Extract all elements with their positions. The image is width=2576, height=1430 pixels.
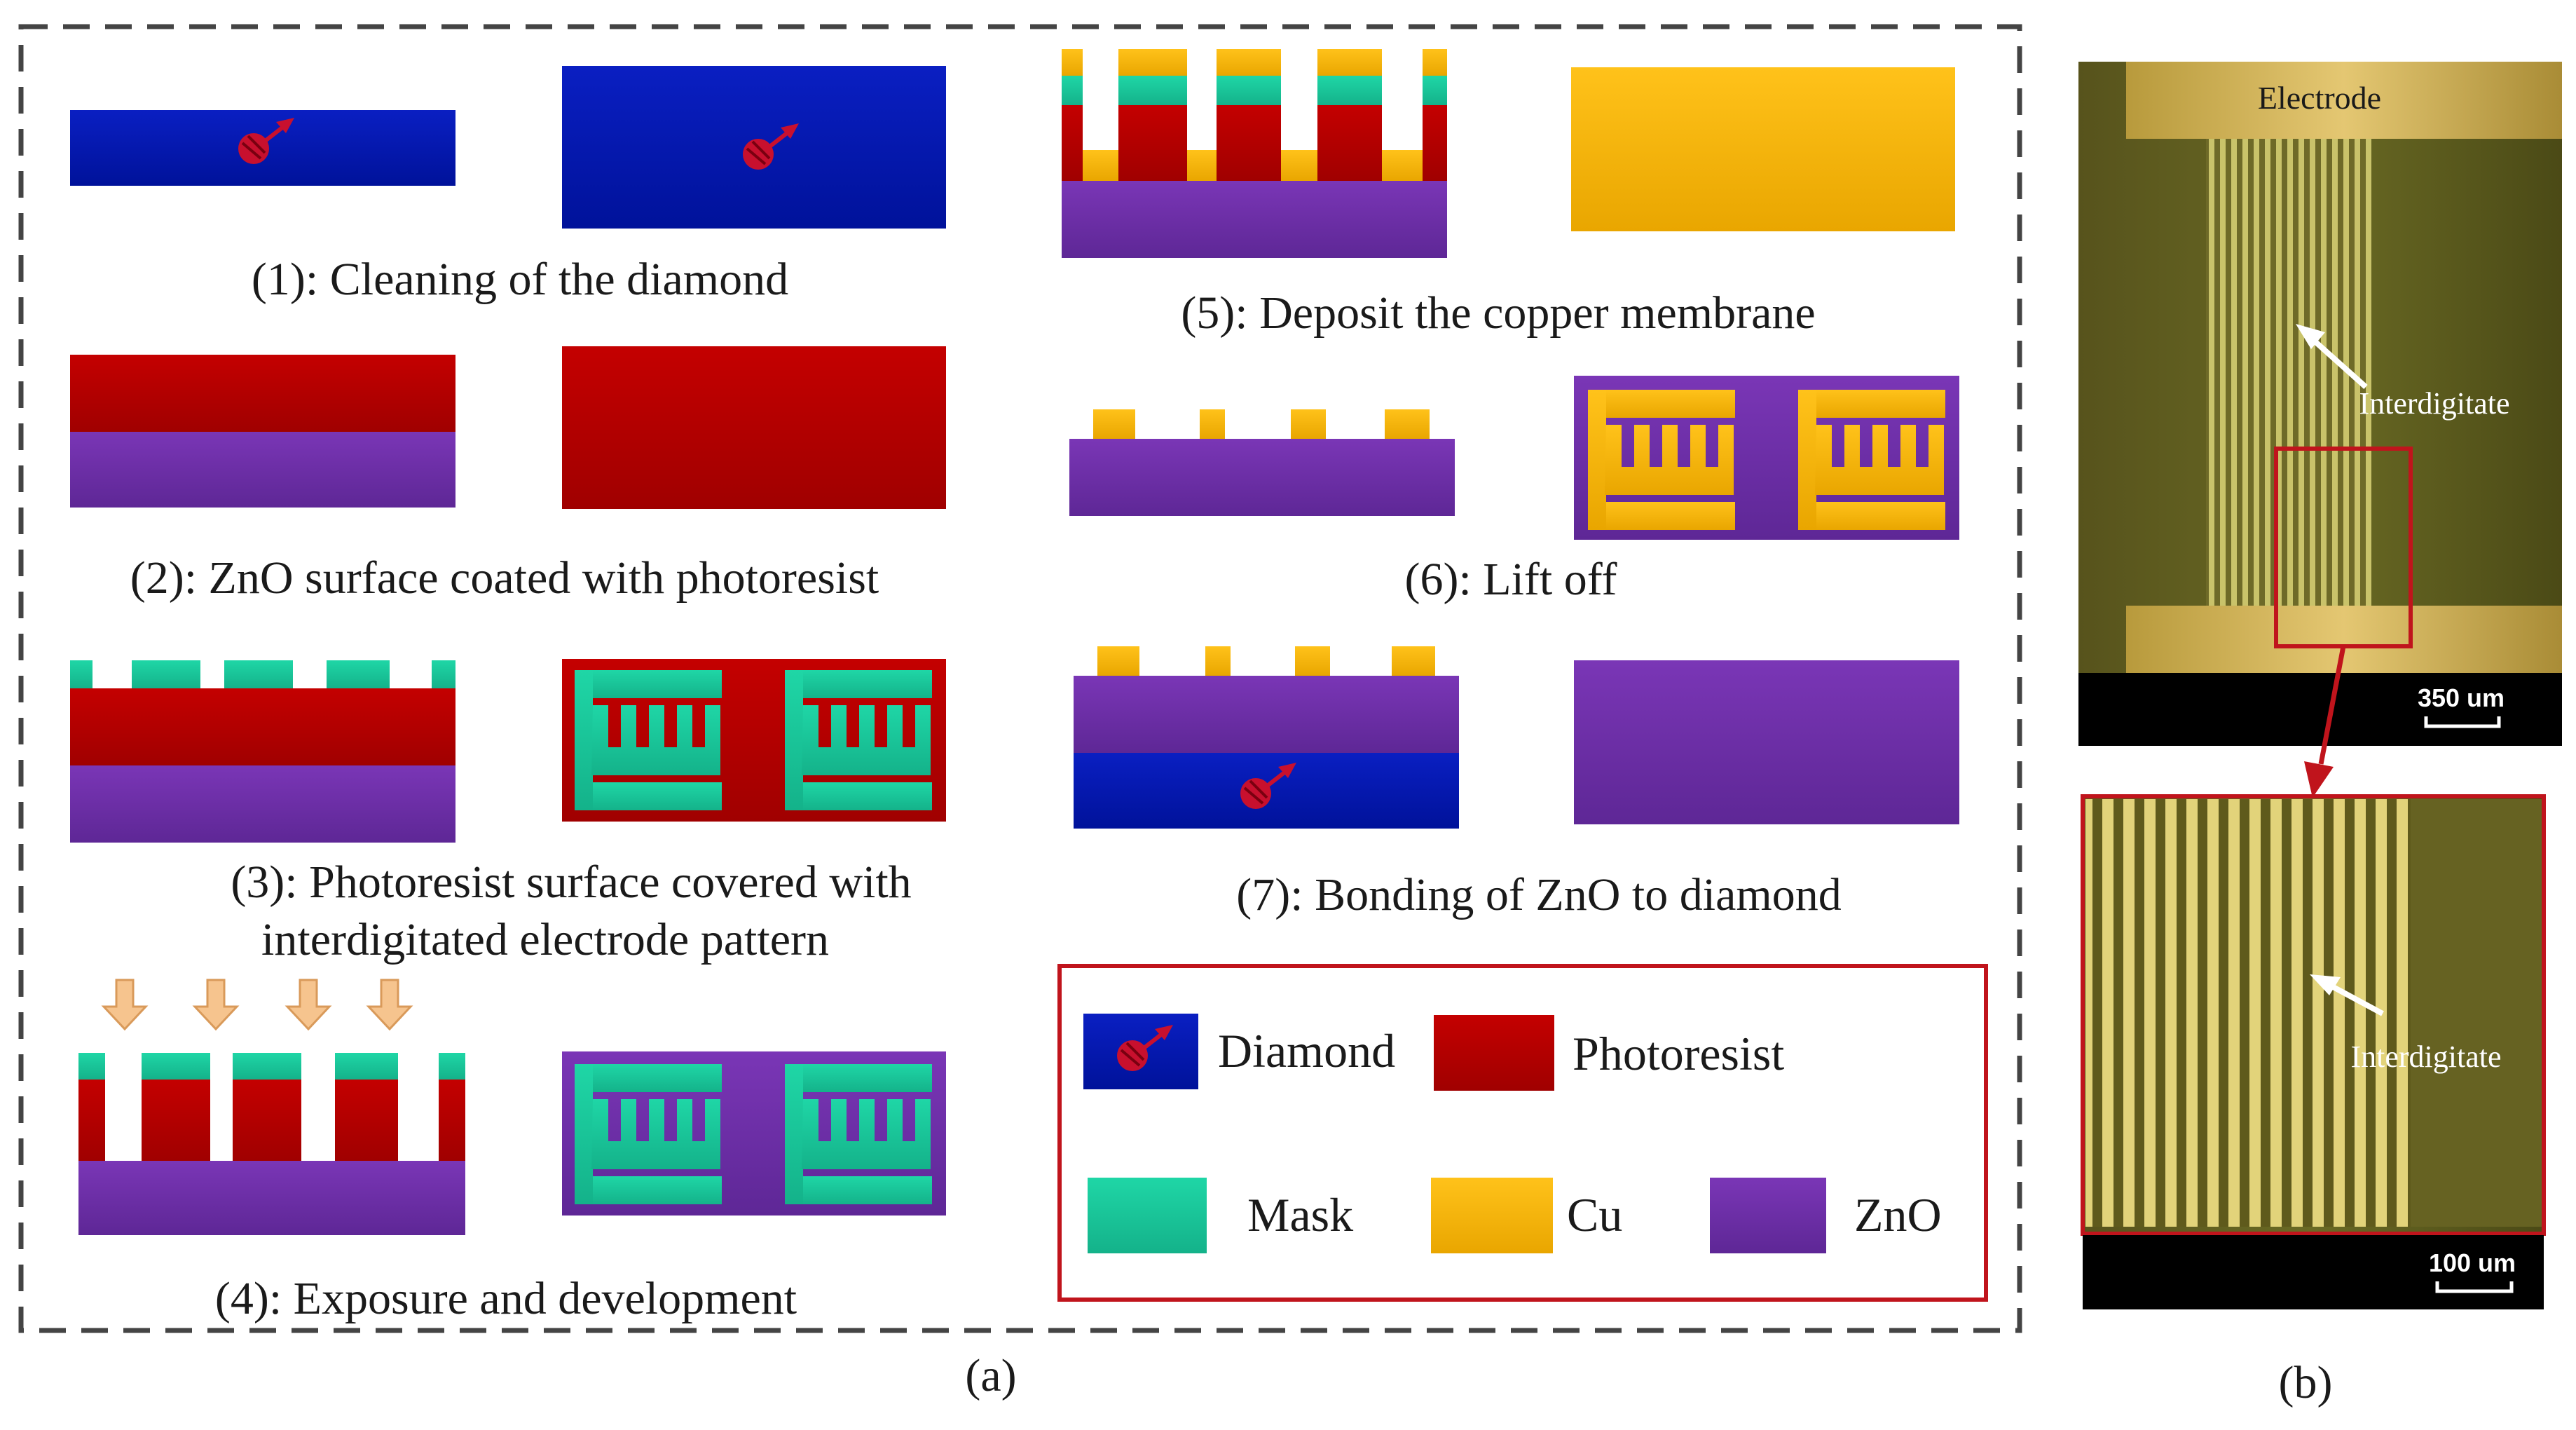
- zno-top: [1574, 660, 1959, 824]
- cu-top: [1571, 67, 1955, 231]
- interdigitate-label-bottom: Interdigitate: [2350, 1040, 2501, 1074]
- svg-text:ZnO: ZnO: [1854, 1188, 1942, 1241]
- interdigitate-label-top: Interdigitate: [2359, 386, 2509, 421]
- electrode-label: Electrode: [2258, 80, 2381, 116]
- legend-item-zno: ZnO: [1710, 1178, 1942, 1253]
- step-7-caption: (7): Bonding of ZnO to diamond: [1236, 869, 1841, 920]
- pointer-arrow: [2310, 337, 2368, 389]
- step-6-caption: (6): Lift off: [1404, 554, 1617, 605]
- zno-layer: [1062, 181, 1447, 258]
- scale-bar-top: [2424, 716, 2501, 728]
- step-4-caption: (4): Exposure and development: [215, 1273, 797, 1324]
- mask-pattern-top: [575, 670, 932, 810]
- pointer-arrow-zoom: [2327, 981, 2384, 1016]
- step-3-diagram: [70, 659, 946, 843]
- micrograph-top: Electrode Interdigitate 350 um: [2078, 62, 2562, 746]
- step-2-caption: (2): ZnO surface coated with photoresist: [130, 552, 879, 604]
- panel-a-label: (a): [965, 1350, 1016, 1401]
- legend-item-diamond: Diamond: [1083, 1014, 1395, 1089]
- legend: Diamond Photoresist Mask Cu ZnO: [1057, 964, 1988, 1302]
- zoom-arrow: [2318, 646, 2346, 765]
- legend-item-mask: Mask: [1088, 1178, 1353, 1253]
- svg-text:Photoresist: Photoresist: [1573, 1027, 1784, 1080]
- svg-text:Cu: Cu: [1567, 1188, 1622, 1241]
- svg-text:Mask: Mask: [1247, 1188, 1353, 1241]
- panel-a-frame: [18, 24, 2022, 1333]
- zoom-frame: [2081, 794, 2546, 1236]
- zno-layer: [70, 432, 455, 508]
- developed-pattern-top: [575, 1064, 932, 1204]
- step-5-caption: (5): Deposit the copper membrane: [1181, 287, 1815, 339]
- mask-segments: [1062, 76, 1447, 105]
- scale-bar-strip: [2083, 1235, 2544, 1309]
- legend-frame: [1057, 964, 1988, 1302]
- step-5-diagram: [1062, 49, 1955, 258]
- panel-b-label: (b): [2279, 1357, 2333, 1408]
- cu-pattern-top: [1588, 390, 1945, 530]
- zno-layer: [1069, 439, 1455, 516]
- scale-bar-label-top: 350 um: [2418, 683, 2505, 712]
- step-6-diagram: [1069, 376, 1959, 540]
- step-3-caption-line2: interdigitated electrode pattern: [261, 914, 829, 965]
- electrode-pad-top: [2126, 62, 2562, 139]
- step-7-diagram: [1074, 646, 1959, 829]
- finger-array: [2206, 139, 2371, 606]
- photoresist-layer: [70, 688, 455, 765]
- photoresist-layer: [70, 355, 455, 432]
- step-2-diagram: [70, 346, 946, 509]
- svg-text:Diamond: Diamond: [1218, 1024, 1395, 1077]
- zno-layer: [78, 1161, 465, 1235]
- photoresist-pillars: [78, 1080, 465, 1161]
- mask-segments: [70, 660, 455, 688]
- step-3-caption-line1: (3): Photoresist surface covered with: [231, 857, 911, 908]
- step-1-diagram: [70, 66, 946, 229]
- scale-bar-strip: [2078, 673, 2562, 746]
- zno-layer: [70, 765, 455, 843]
- photoresist-pillars: [1062, 105, 1447, 181]
- zno-layer: [1074, 676, 1459, 753]
- mask-segments: [78, 1053, 465, 1080]
- micrograph-bottom: Interdigitate 100 um: [2081, 794, 2546, 1309]
- scale-bar-label-bottom: 100 um: [2429, 1248, 2516, 1277]
- cu-electrodes: [1093, 409, 1430, 439]
- step-4-diagram: [78, 979, 946, 1235]
- cu-electrodes: [1097, 646, 1435, 676]
- cu-deposits: [1062, 49, 1447, 181]
- photoresist-top: [562, 346, 946, 509]
- scale-bar-bottom: [2435, 1281, 2514, 1293]
- step-1-caption: (1): Cleaning of the diamond: [252, 254, 788, 305]
- legend-item-photoresist: Photoresist: [1434, 1015, 1784, 1091]
- finger-array-zoom: [2085, 799, 2411, 1227]
- uv-arrows: [101, 979, 413, 1031]
- legend-item-cu: Cu: [1431, 1178, 1622, 1253]
- electrode-pad-bottom: [2126, 606, 2562, 673]
